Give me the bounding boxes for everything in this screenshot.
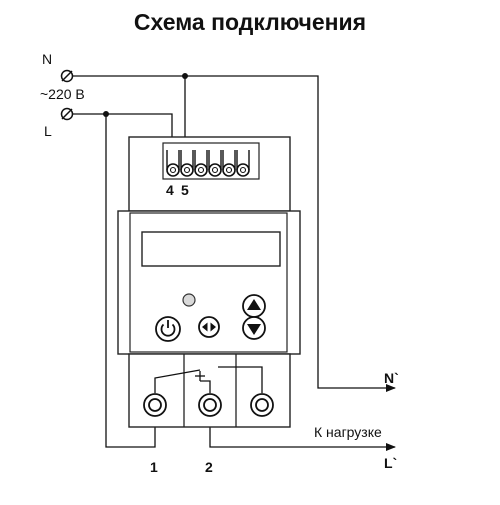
line-label: L	[44, 123, 52, 139]
relay-terminal-2	[198, 393, 222, 417]
up-button[interactable]	[242, 294, 266, 318]
mode-button[interactable]	[198, 316, 220, 338]
top-terminal-block	[162, 142, 260, 180]
relay-terminal-1-label: 1	[150, 459, 158, 475]
power-button[interactable]	[155, 316, 181, 342]
thermostat-device: 4 5	[117, 136, 301, 428]
relay-terminal-1	[143, 393, 167, 417]
lcd-display	[141, 231, 281, 267]
relay-terminal-3	[250, 393, 274, 417]
terminal-spring	[222, 150, 236, 177]
neutral-input-terminal	[60, 69, 74, 83]
left-right-arrows-icon	[202, 322, 216, 332]
power-button-icon	[160, 320, 176, 337]
relay-contact	[154, 366, 263, 393]
line-input-terminal	[60, 107, 74, 121]
terminal-spring	[236, 150, 250, 177]
diagram-title: Схема подключения	[134, 9, 366, 35]
neutral-output-label: N`	[384, 370, 399, 386]
up-arrow-icon	[247, 299, 261, 310]
neutral-label: N	[42, 51, 52, 67]
status-led	[182, 293, 196, 307]
terminal-spring	[180, 150, 194, 177]
terminal-spring	[166, 150, 180, 177]
terminal-4-label: 4	[166, 182, 174, 198]
terminal-spring	[194, 150, 208, 177]
relay-terminal-2-label: 2	[205, 459, 213, 475]
load-label: К нагрузке	[314, 424, 382, 440]
device-front-panel	[129, 212, 288, 353]
terminal-spring	[208, 150, 222, 177]
voltage-label: ~220 В	[40, 86, 85, 102]
down-button[interactable]	[242, 316, 266, 340]
line-output-label: L`	[384, 455, 397, 471]
down-arrow-icon	[247, 324, 261, 335]
terminal-5-label: 5	[181, 182, 189, 198]
